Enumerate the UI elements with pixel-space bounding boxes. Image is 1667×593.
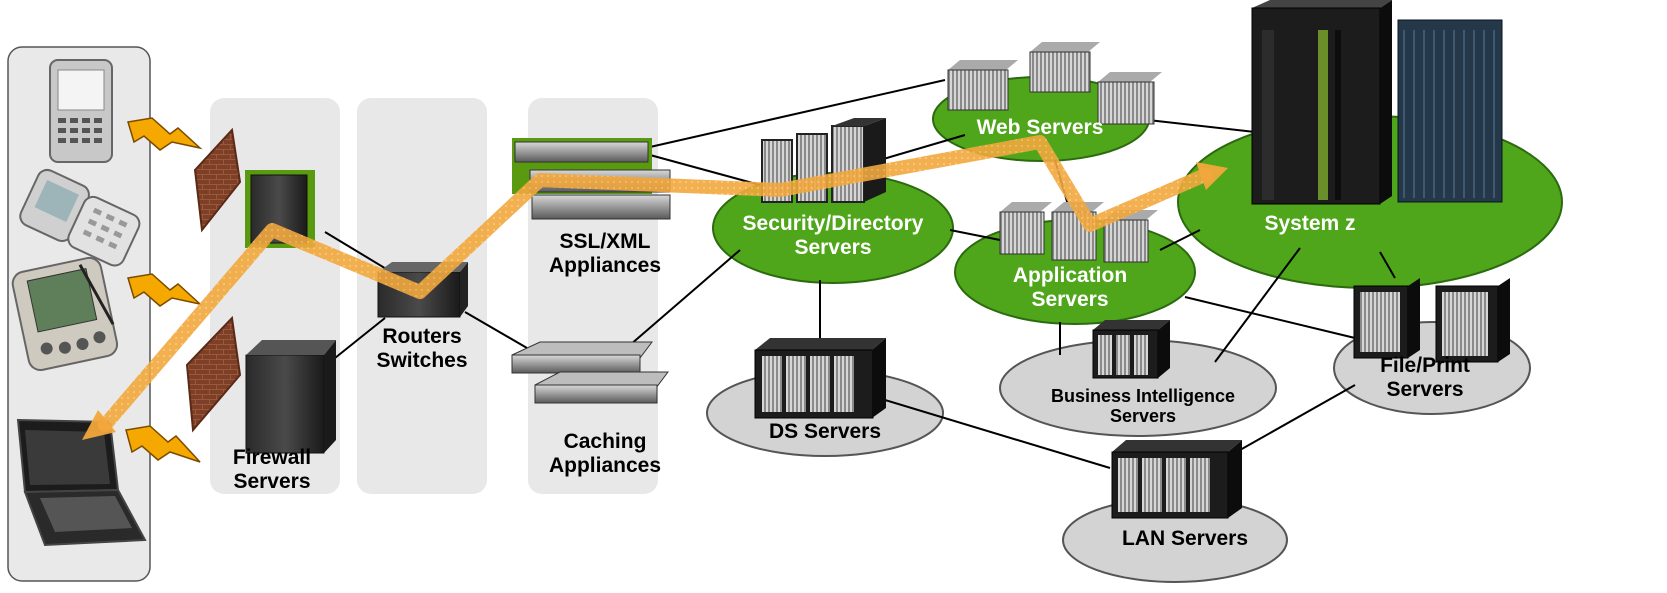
routers-label-line1: Routers (382, 325, 462, 348)
ssl-label-line1: SSL/XML (559, 230, 651, 253)
ds-label-text: DS Servers (768, 420, 882, 443)
firewall-brick-icon (185, 127, 242, 433)
security-label-line1: Security/Directory (742, 212, 924, 235)
ssl-xml-appliances-label: SSL/XML Appliances (535, 230, 675, 278)
lan-servers-label: LAN Servers (1110, 527, 1260, 551)
ds-servers-label: DS Servers (755, 420, 895, 444)
web-server-icon (947, 42, 1162, 125)
firewall-servers-label: Firewall Servers (218, 446, 326, 494)
ds-server-rack-icon (754, 338, 886, 419)
file-print-servers-label: File/Print Servers (1360, 354, 1490, 402)
system-z-label: System z (1240, 212, 1380, 236)
firewall-label-line1: Firewall (232, 446, 312, 469)
lan-server-rack-icon (1111, 440, 1242, 519)
flip-phone-icon (19, 168, 141, 267)
application-servers-label: Application Servers (990, 264, 1150, 312)
caching-label-line1: Caching (563, 430, 647, 453)
bi-label-line2: Servers (1109, 406, 1177, 426)
caching-label-line2: Appliances (548, 454, 662, 477)
connection-lines (324, 79, 1396, 469)
firewall-server-icon (245, 170, 336, 454)
application-label-line2: Servers (1031, 288, 1109, 311)
lan-label-text: LAN Servers (1121, 527, 1249, 550)
firewall-label-line2: Servers (233, 470, 311, 493)
routers-switches-label: Routers Switches (366, 325, 478, 373)
security-label-line2: Servers (794, 236, 872, 259)
smartphone-icon (49, 59, 113, 163)
bi-label-line1: Business Intelligence (1050, 386, 1236, 406)
caching-appliance-icon (511, 341, 669, 404)
web-label-text: Web Servers (976, 116, 1104, 139)
business-intelligence-servers-label: Business Intelligence Servers (1028, 386, 1258, 426)
web-servers-label: Web Servers (960, 116, 1120, 140)
mainframe-icon (1251, 0, 1503, 205)
application-label-line1: Application (1012, 264, 1128, 287)
routers-label-line2: Switches (376, 349, 468, 372)
security-directory-servers-label: Security/Directory Servers (718, 212, 948, 260)
file-print-server-icon (1353, 278, 1510, 363)
pda-icon (11, 256, 119, 371)
fileprint-label-line1: File/Print (1380, 354, 1470, 377)
caching-appliances-label: Caching Appliances (535, 430, 675, 478)
lightning-bolt-icon (125, 117, 203, 463)
laptop-icon (16, 418, 147, 547)
bi-server-rack-icon (1092, 320, 1170, 379)
ssl-label-line2: Appliances (548, 254, 662, 277)
application-server-icon (999, 202, 1158, 263)
systemz-label-text: System z (1264, 212, 1356, 235)
fileprint-label-line2: Servers (1386, 378, 1464, 401)
flow-arrowheads (82, 162, 1228, 440)
transaction-flow-arrow (98, 135, 1212, 432)
